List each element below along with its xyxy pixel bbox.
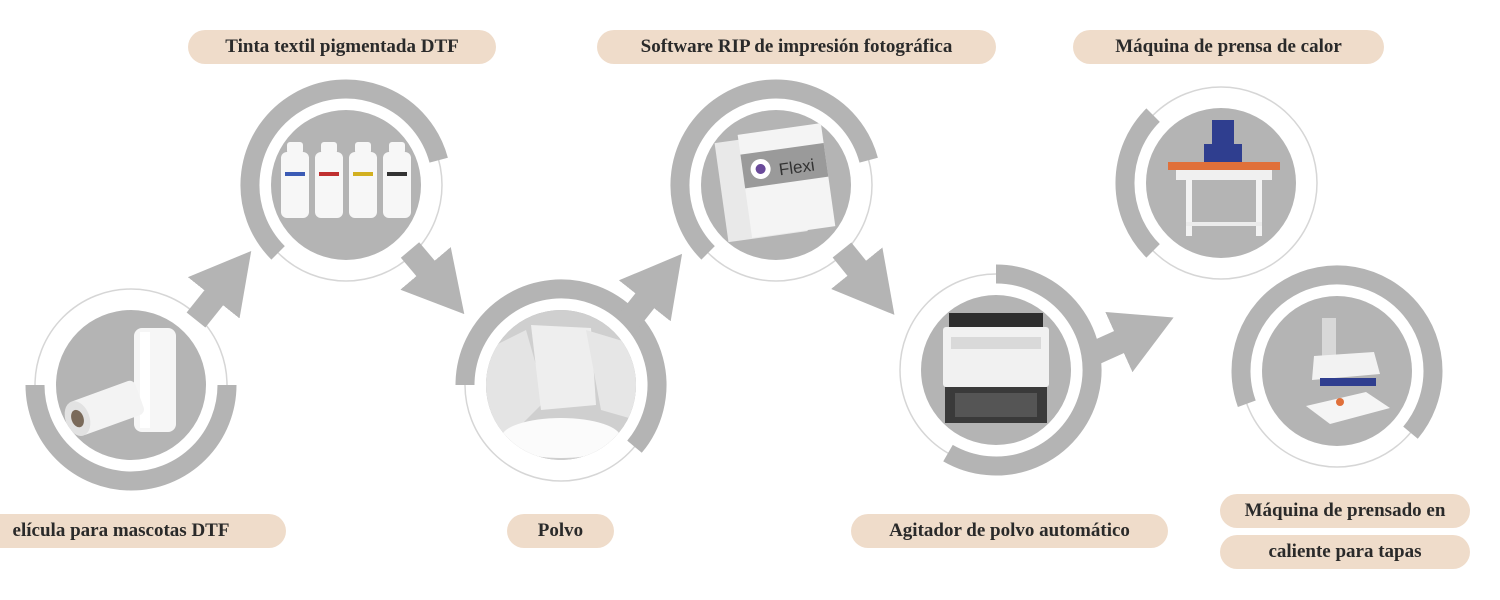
arrow-powder-to-software (618, 253, 683, 330)
label-cap-press-line2: caliente para tapas (1220, 535, 1470, 569)
powder-shaker-photo (921, 295, 1071, 445)
arrow-ink-to-powder (400, 242, 465, 315)
label-dtf-film-text: elícula para mascotas DTF (12, 520, 230, 541)
arrow-film-to-ink (186, 250, 252, 328)
label-powder-shaker: Agitador de polvo automático (851, 514, 1168, 548)
label-dtf-ink-text: Tinta textil pigmentada DTF (225, 36, 459, 57)
powder-shaker-ring-arc (943, 264, 1102, 476)
heat-press-ring-arc (1115, 108, 1160, 258)
label-cap-press-line1-text: Máquina de prensado en (1244, 500, 1446, 521)
rip-software-ring-arc (670, 79, 878, 260)
powder-bags-photo (486, 310, 636, 460)
arrow-software-to-shaker (831, 242, 895, 315)
label-powder-text: Polvo (537, 520, 584, 541)
label-cap-press-line1: Máquina de prensado en (1220, 494, 1470, 528)
heat-press-photo (1146, 108, 1296, 258)
flexi-box-text: Flexi (778, 156, 816, 180)
film-rolls-photo (56, 310, 206, 460)
ink-bottles-photo (271, 110, 421, 260)
arrow-shaker-to-presses (1083, 312, 1174, 373)
cap-press-ring-arc (1231, 265, 1443, 439)
label-powder-shaker-text: Agitador de polvo automático (889, 520, 1130, 541)
cap-press-photo (1262, 296, 1412, 446)
label-powder: Polvo (507, 514, 614, 548)
powder-ring-arc (455, 279, 667, 453)
label-rip-software-text: Software RIP de impresión fotográfica (640, 36, 953, 57)
dtf-ink-ring-arc (240, 79, 448, 260)
label-heat-press: Máquina de prensa de calor (1073, 30, 1384, 64)
label-heat-press-text: Máquina de prensa de calor (1115, 36, 1342, 57)
label-dtf-ink: Tinta textil pigmentada DTF (188, 30, 496, 64)
label-cap-press-line2-text: caliente para tapas (1268, 541, 1422, 562)
dtf-film-ring-arc (25, 384, 237, 491)
rip-software-box-photo: Flexi (701, 110, 851, 260)
label-rip-software: Software RIP de impresión fotográfica (597, 30, 996, 64)
label-dtf-film: elícula para mascotas DTF (0, 514, 286, 548)
